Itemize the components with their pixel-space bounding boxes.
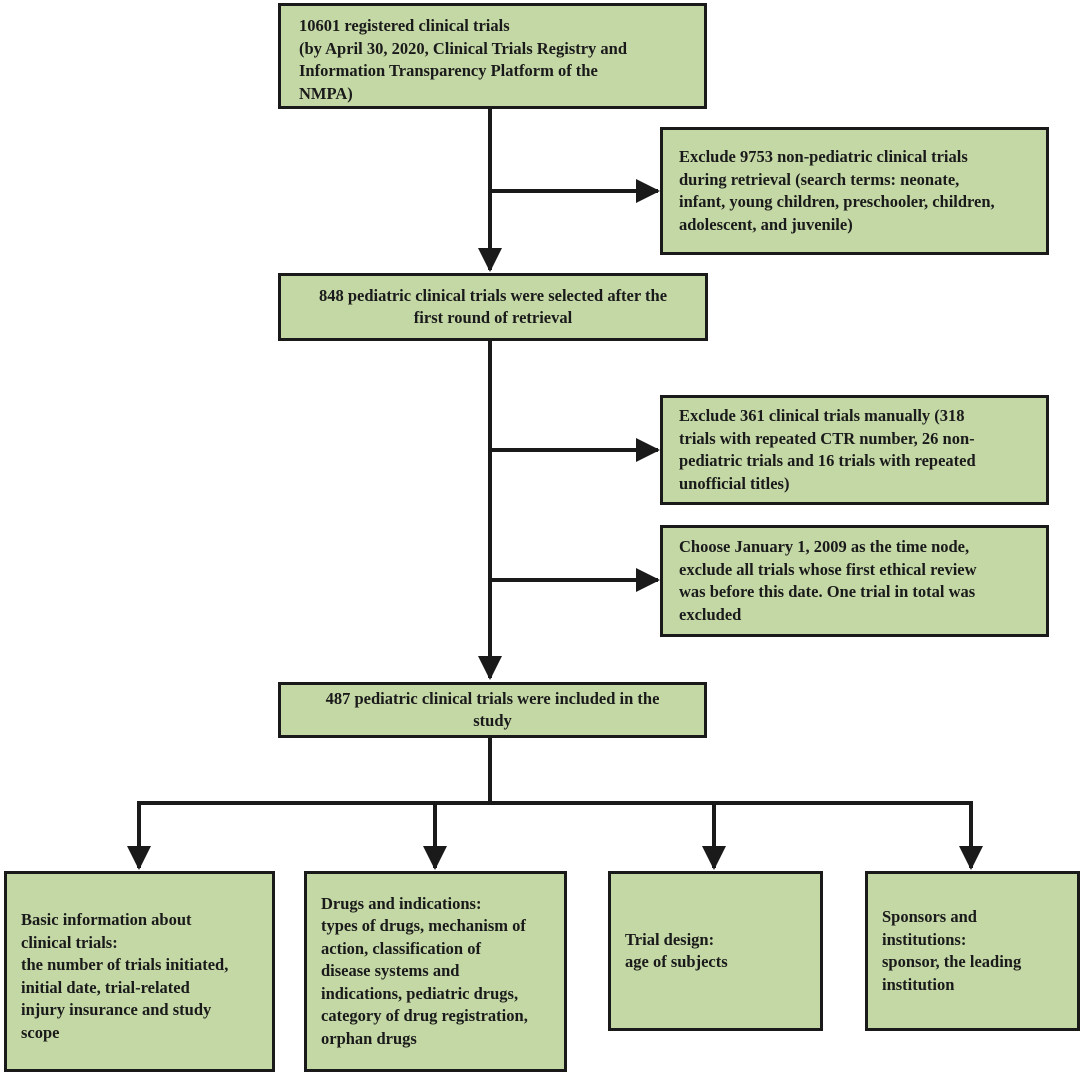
selected-line-2: first round of retrieval — [413, 308, 573, 327]
category-sponsors-box: Sponsors and institutions: sponsor, the … — [865, 871, 1080, 1031]
exclude-date-line-4: excluded — [679, 604, 742, 624]
category-drugs-line-3: action, classification of — [321, 938, 481, 958]
exclude-date-line-3: was before this date. One trial in total… — [679, 582, 976, 601]
selected-line-1: 848 pediatric clinical trials were selec… — [318, 285, 668, 305]
category-basic-info-line-3: the number of trials initiated, — [21, 955, 229, 974]
exclude-manual-line-3: pediatric trials and 16 trials with repe… — [679, 451, 976, 470]
exclude-manual-box: Exclude 361 clinical trials manually (31… — [660, 395, 1049, 505]
category-sponsors-line-3: sponsor, the leading — [882, 952, 1022, 971]
exclude-manual-line-1: Exclude 361 clinical trials manually (31… — [679, 406, 965, 425]
category-basic-info-line-5: injury insurance and study — [21, 1000, 212, 1019]
category-trial-design-box: Trial design: age of subjects — [608, 871, 823, 1031]
category-basic-info-line-6: scope — [21, 1022, 60, 1042]
category-drugs-line-2: types of drugs, mechanism of — [321, 916, 526, 936]
category-drugs-line-7: orphan drugs — [321, 1028, 417, 1048]
category-basic-info-line-2: clinical trials: — [21, 932, 118, 952]
included-trials-box: 487 pediatric clinical trials were inclu… — [278, 682, 707, 738]
category-sponsors-line-2: institutions: — [882, 929, 967, 949]
exclude-date-line-1: Choose January 1, 2009 as the time node, — [679, 537, 970, 556]
registered-trials-box: 10601 registered clinical trials (by Apr… — [278, 3, 707, 109]
included-line-2: study — [473, 711, 512, 730]
included-line-1: 487 pediatric clinical trials were inclu… — [325, 688, 660, 708]
registered-line-1: 10601 registered clinical trials — [299, 16, 510, 35]
exclude-nonpediatric-box: Exclude 9753 non-pediatric clinical tria… — [660, 127, 1049, 255]
category-drugs-line-5: indications, pediatric drugs, — [321, 983, 519, 1003]
category-trial-design-line-1: Trial design: — [625, 929, 715, 949]
category-basic-info-line-4: initial date, trial-related — [21, 977, 190, 997]
category-basic-info-line-1: Basic information about — [21, 910, 192, 929]
selected-first-round-box: 848 pediatric clinical trials were selec… — [278, 273, 708, 341]
category-drugs-box: Drugs and indications: types of drugs, m… — [304, 871, 567, 1072]
registered-line-2: (by April 30, 2020, Clinical Trials Regi… — [299, 38, 628, 58]
category-drugs-line-6: category of drug registration, — [321, 1006, 528, 1026]
category-drugs-line-1: Drugs and indications: — [321, 893, 482, 913]
exclude-nonpediatric-line-2: during retrieval (search terms: neonate, — [679, 169, 960, 189]
exclude-nonpediatric-line-3: infant, young children, preschooler, chi… — [679, 192, 995, 211]
category-drugs-line-4: disease systems and — [321, 961, 460, 981]
category-sponsors-line-1: Sponsors and — [882, 907, 977, 926]
exclude-manual-line-4: unofficial titles) — [679, 473, 790, 493]
exclude-manual-line-2: trials with repeated CTR number, 26 non- — [679, 428, 975, 448]
category-basic-info-box: Basic information about clinical trials:… — [4, 871, 275, 1072]
category-sponsors-line-4: institution — [882, 974, 955, 994]
registered-line-4: NMPA) — [299, 83, 353, 103]
exclude-date-line-2: exclude all trials whose first ethical r… — [679, 559, 977, 579]
registered-line-3: Information Transparency Platform of the — [299, 61, 598, 80]
category-trial-design-line-2: age of subjects — [625, 952, 728, 971]
exclude-nonpediatric-line-4: adolescent, and juvenile) — [679, 214, 853, 234]
exclude-date-box: Choose January 1, 2009 as the time node,… — [660, 525, 1049, 637]
exclude-nonpediatric-line-1: Exclude 9753 non-pediatric clinical tria… — [679, 147, 968, 166]
